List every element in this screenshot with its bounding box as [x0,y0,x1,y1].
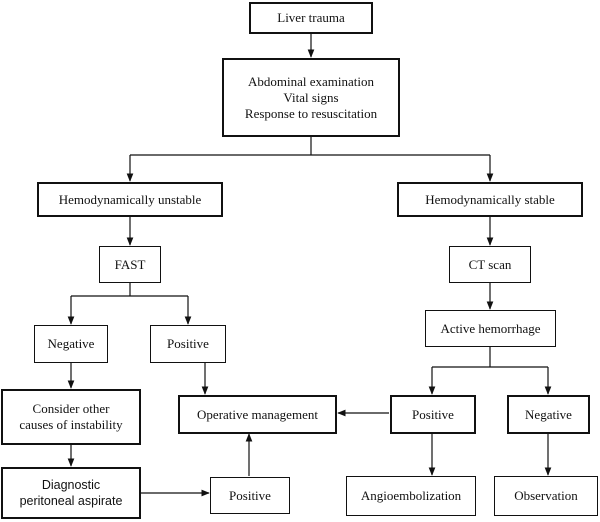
node-fast-positive-label: Positive [167,336,209,351]
node-hemorrhage-positive: Positive [390,395,476,434]
node-ct-scan: CT scan [449,246,531,283]
node-operative-management-label: Operative management [197,406,318,422]
node-hemodynamically-unstable-label: Hemodynamically unstable [58,191,202,207]
node-hemodynamically-stable: Hemodynamically stable [397,182,583,217]
assessment-line-3: Response to resuscitation [244,105,378,121]
node-fast: FAST [99,246,161,283]
node-hemorrhage-negative-label: Negative [525,406,572,422]
node-dpa-positive: Positive [210,477,290,514]
node-fast-label: FAST [114,256,146,272]
node-liver-trauma: Liver trauma [249,2,373,34]
node-observation: Observation [494,476,598,516]
node-initial-assessment: Abdominal examination Vital signs Respon… [222,58,400,137]
node-ct-scan-label: CT scan [468,256,512,272]
node-angioembolization-label: Angioembolization [360,488,462,503]
dpa-line-1: Diagnostic [41,478,101,492]
node-dpa-positive-label: Positive [229,487,271,503]
connector-fast-split [71,282,188,297]
assessment-line-2: Vital signs [283,89,339,105]
node-operative-management: Operative management [178,395,337,434]
node-fast-negative-label: Negative [47,336,95,351]
consider-line-1: Consider other [32,401,110,416]
node-hemodynamically-unstable: Hemodynamically unstable [37,182,223,217]
node-consider-other-causes: Consider other causes of instability [1,389,141,445]
node-hemorrhage-positive-label: Positive [412,406,454,422]
node-active-hemorrhage-label: Active hemorrhage [440,320,541,336]
assessment-line-1: Abdominal examination [247,73,374,89]
consider-line-2: causes of instability [19,417,123,432]
dpa-line-2: peritoneal aspirate [19,494,123,508]
connector-assessment-split [130,136,490,156]
connector-hemorrhage-split [432,346,548,368]
node-angioembolization: Angioembolization [346,476,476,516]
node-active-hemorrhage: Active hemorrhage [425,310,556,347]
node-fast-negative: Negative [34,325,108,363]
node-diagnostic-peritoneal-aspirate: Diagnostic peritoneal aspirate [1,467,141,519]
node-liver-trauma-label: Liver trauma [277,10,345,25]
node-hemorrhage-negative: Negative [507,395,590,434]
node-hemodynamically-stable-label: Hemodynamically stable [425,191,555,207]
node-observation-label: Observation [514,488,578,503]
node-fast-positive: Positive [150,325,226,363]
